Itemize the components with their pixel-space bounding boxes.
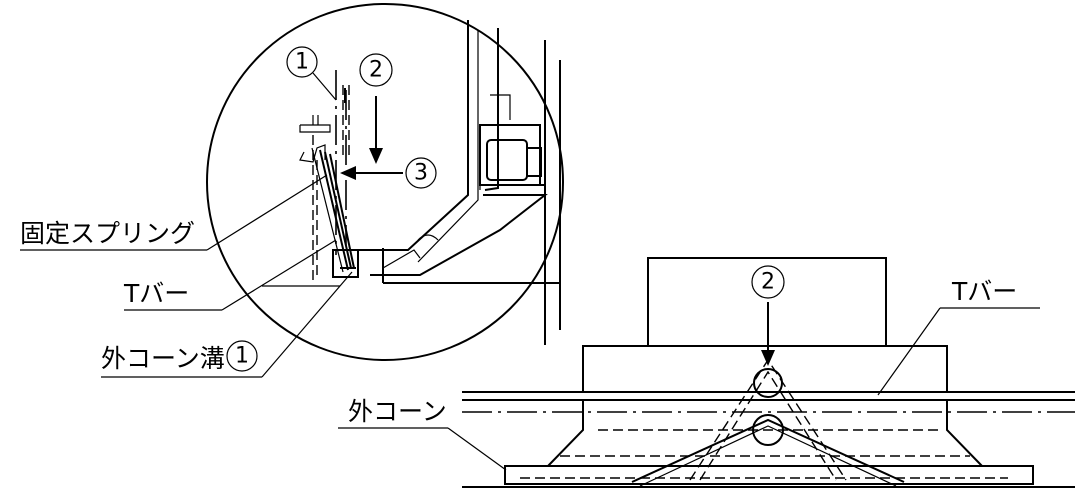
detail-circle [206,3,564,361]
spring-v [631,418,905,483]
svg-text:1: 1 [235,344,249,369]
svg-text:Tバー: Tバー [951,277,1017,306]
outer-cone-flange [504,465,1034,485]
marker-1-top: 1 [286,46,337,101]
label-fixed-spring: 固定スプリング [20,174,328,251]
label-t-bar-left: Tバー [123,239,337,311]
t-bar-profile [262,70,350,287]
marker-2-right: 2 [751,265,785,299]
svg-text:Tバー: Tバー [123,279,189,308]
label-t-bar-right: Tバー [877,277,1040,396]
detail-view: 1 2 3 [206,3,564,361]
label-outer-cone-groove: 外コーン溝 1 [101,271,353,378]
label-outer-cone: 外コーン [338,397,507,471]
groove-block [332,249,359,278]
cone-housing [355,20,561,345]
ring-upper [753,368,783,398]
marker-2-top: 2 [359,53,393,87]
ring-lower [752,414,784,446]
svg-text:1: 1 [295,50,309,75]
fixed-spring [311,147,359,278]
svg-text:外コーン溝: 外コーン溝 [101,344,225,373]
svg-text:2: 2 [369,58,383,83]
marker-3: 3 [405,157,437,189]
svg-text:外コーン: 外コーン [348,397,447,426]
svg-text:固定スプリング: 固定スプリング [20,219,195,248]
side-view: 2 [462,257,1075,488]
svg-text:3: 3 [414,161,428,186]
svg-text:2: 2 [761,270,775,295]
